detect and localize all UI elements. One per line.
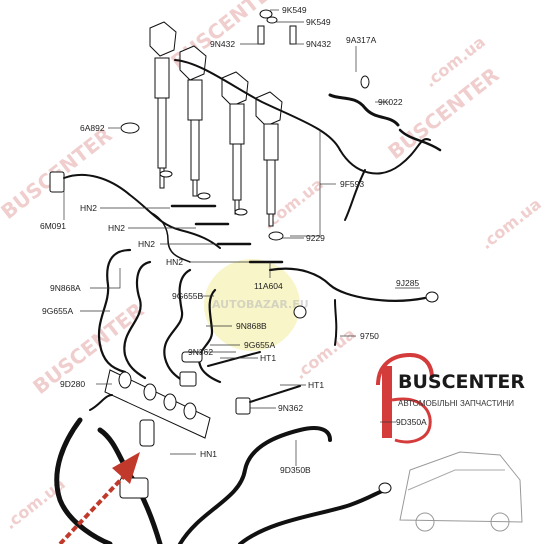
label-ht1-b: HT1 — [308, 380, 324, 390]
injector-1-head — [149, 21, 177, 57]
label-9g655a-mid: 9G655A — [244, 340, 276, 350]
part-labels: 9K549 9K549 9N432 9N432 9A317A 6A892 9K0… — [40, 5, 427, 475]
highlight-arrow — [58, 452, 140, 544]
label-9d350b: 9D350B — [280, 465, 311, 475]
glow-plugs — [170, 204, 284, 264]
glow-plug-harness — [49, 171, 221, 263]
autobazar-logo-circle — [204, 259, 300, 351]
fuel-rail — [89, 369, 211, 447]
watermarks: BUSCENTER .com.ua BUSCENTER .com.ua BUSC… — [0, 0, 545, 533]
injectors — [149, 21, 283, 227]
feed-hoses — [54, 417, 392, 544]
watermark-com-ua: .com.ua — [291, 324, 359, 383]
label-9n868a: 9N868A — [50, 283, 81, 293]
label-9n432-left: 9N432 — [210, 39, 235, 49]
label-hn2-d: HN2 — [166, 257, 183, 267]
label-9f593: 9F593 — [340, 179, 364, 189]
label-9n432-right: 9N432 — [306, 39, 331, 49]
label-9d280: 9D280 — [60, 379, 85, 389]
high-pressure-lines — [97, 248, 439, 384]
label-11a604: 11A604 — [254, 281, 283, 291]
buscenter-logo: BUSCENTER АВТОМОБІЛЬНІ ЗАПЧАСТИНИ — [376, 352, 525, 532]
label-9j285: 9J285 — [396, 278, 419, 288]
leader-lines — [63, 9, 420, 466]
brand-name: BUSCENTER — [398, 371, 525, 393]
brand-tagline: АВТОМОБІЛЬНІ ЗАПЧАСТИНИ — [398, 399, 514, 408]
label-9k549-bottom: 9K549 — [306, 17, 331, 27]
injector-4-head — [255, 91, 283, 127]
label-hn2-b: HN2 — [108, 223, 125, 233]
clips-and-sensors — [179, 299, 338, 415]
label-6a892: 6A892 — [80, 123, 105, 133]
label-hn2-a: HN2 — [80, 203, 97, 213]
label-9g655a-left: 9G655A — [42, 306, 74, 316]
label-9k022: 9K022 — [378, 97, 403, 107]
return-line — [174, 59, 442, 221]
label-9n362-a: 9N362 — [188, 347, 213, 357]
label-9a317a: 9A317A — [346, 35, 377, 45]
label-9g655b: 9G655B — [172, 291, 204, 301]
watermark-com-ua: .com.ua — [477, 194, 545, 253]
label-hn2-c: HN2 — [138, 239, 155, 249]
label-hn1: HN1 — [200, 449, 217, 459]
injector-2-head — [179, 45, 207, 81]
label-6m091: 6M091 — [40, 221, 66, 231]
label-9k549-top: 9K549 — [282, 5, 307, 15]
label-ht1-a: HT1 — [260, 353, 276, 363]
label-9n868b: 9N868B — [236, 321, 267, 331]
seals — [120, 9, 297, 241]
label-9n362-b: 9N362 — [278, 403, 303, 413]
injector-3-head — [221, 71, 249, 107]
label-9d350a: 9D350A — [396, 417, 427, 427]
label-9229: 9229 — [306, 233, 325, 243]
label-9750: 9750 — [360, 331, 379, 341]
watermark-autobazar: AUTOBAZAR.EU — [212, 298, 309, 311]
